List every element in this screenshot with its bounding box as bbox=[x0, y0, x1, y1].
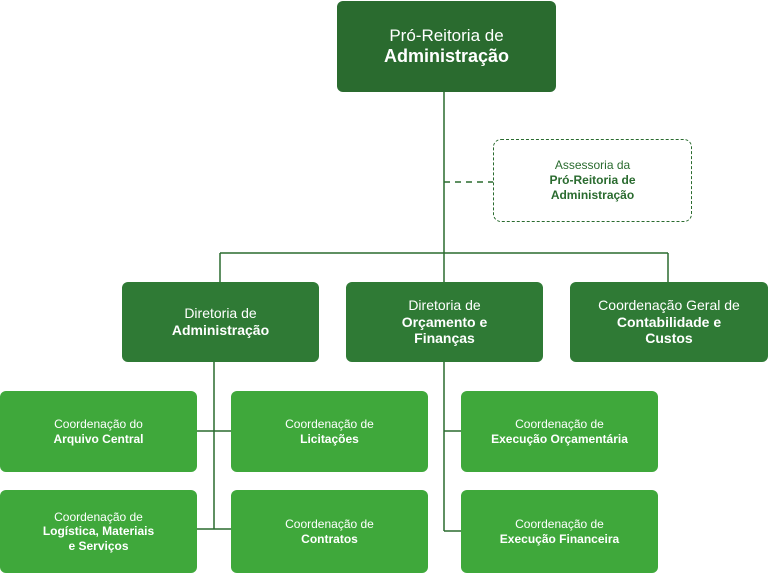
node-label-bold: Logística, Materiais bbox=[42, 524, 155, 539]
node-label-bold: Execução Orçamentária bbox=[491, 431, 628, 446]
node-label: Coordenação do bbox=[54, 417, 143, 432]
node-general-coordination-accounting: Coordenação Geral de Contabilidade e Cus… bbox=[570, 282, 768, 362]
node-label-bold: Finanças bbox=[414, 330, 475, 347]
node-label: Diretoria de bbox=[184, 305, 257, 322]
node-label-bold: Administração bbox=[171, 322, 270, 338]
node-coordination-budget-execution: Coordenação de Execução Orçamentária bbox=[461, 391, 658, 472]
node-label-bold: Orçamento e bbox=[401, 313, 488, 330]
node-label-bold: Custos bbox=[645, 330, 693, 347]
node-label: Diretoria de bbox=[408, 296, 481, 313]
node-label: Coordenação de bbox=[285, 417, 374, 432]
node-directorate-administration: Diretoria de Administração bbox=[122, 282, 319, 362]
node-label-bold: Contabilidade e bbox=[616, 313, 722, 330]
node-label: Coordenação de bbox=[54, 509, 143, 524]
node-label-bold: Pró-Reitoria de bbox=[549, 173, 636, 187]
node-advisory: Assessoria da Pró-Reitoria de Administra… bbox=[493, 139, 692, 222]
node-label-bold: Administração bbox=[383, 45, 510, 66]
node-coordination-bids: Coordenação de Licitações bbox=[231, 391, 428, 472]
node-label: Coordenação de bbox=[515, 417, 604, 432]
node-label: Coordenação de bbox=[285, 517, 374, 532]
node-label-bold: Execução Financeira bbox=[499, 531, 620, 546]
node-coordination-archive: Coordenação do Arquivo Central bbox=[0, 391, 197, 472]
node-label-bold: Administração bbox=[550, 188, 635, 202]
node-label-bold: Licitações bbox=[300, 431, 359, 446]
node-coordination-financial-execution: Coordenação de Execução Financeira bbox=[461, 490, 658, 573]
node-coordination-logistics: Coordenação de Logística, Materiais e Se… bbox=[0, 490, 197, 573]
node-label-bold: Contratos bbox=[301, 531, 358, 546]
node-label-bold: Arquivo Central bbox=[53, 431, 144, 446]
node-coordination-contracts: Coordenação de Contratos bbox=[231, 490, 428, 573]
node-label: Pró-Reitoria de bbox=[389, 25, 504, 45]
node-label: Assessoria da bbox=[554, 158, 631, 172]
node-directorate-budget-finance: Diretoria de Orçamento e Finanças bbox=[346, 282, 543, 362]
node-label-bold: e Serviços bbox=[68, 538, 129, 553]
node-pro-rectorate-administration: Pró-Reitoria de Administração bbox=[337, 1, 556, 92]
node-label: Coordenação de bbox=[515, 517, 604, 532]
node-label: Coordenação Geral de bbox=[598, 296, 740, 313]
